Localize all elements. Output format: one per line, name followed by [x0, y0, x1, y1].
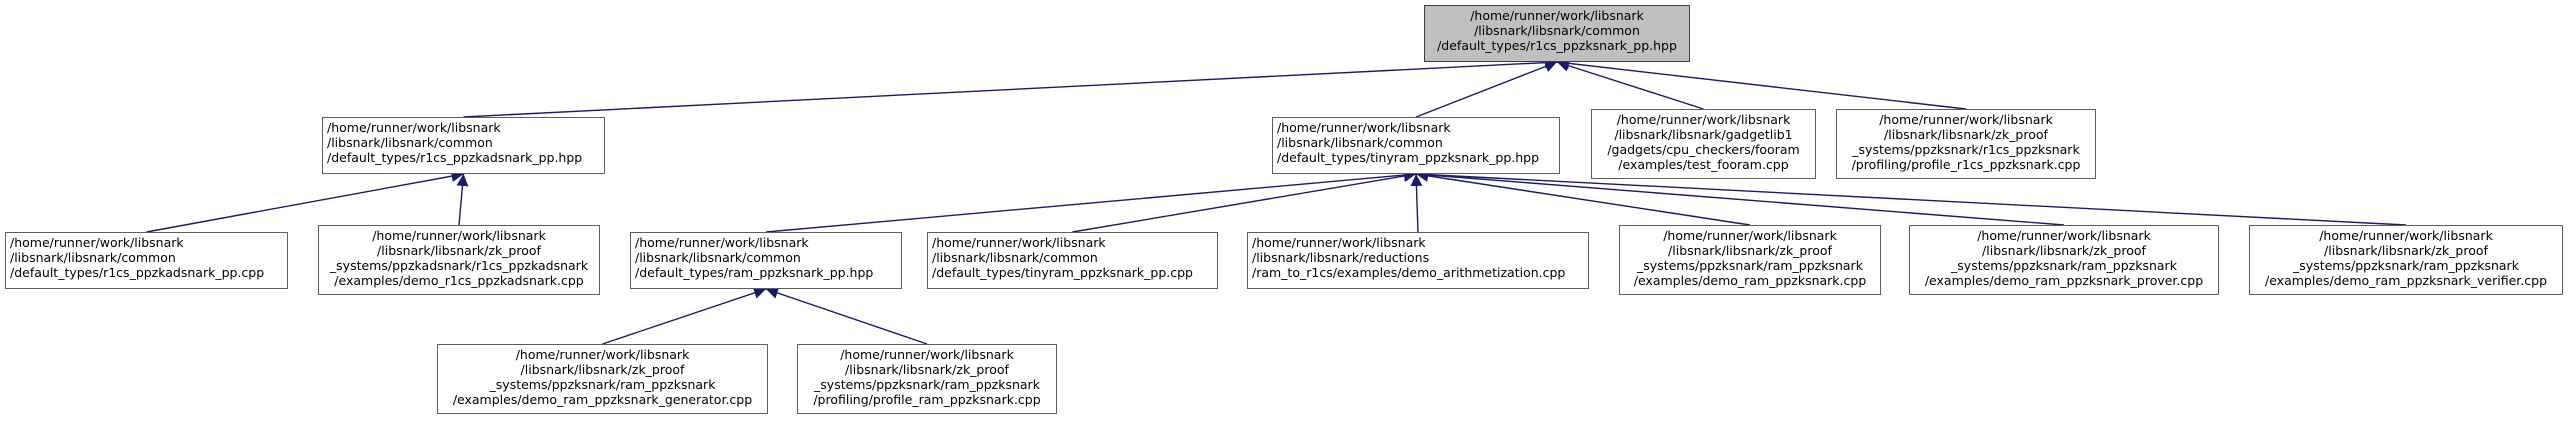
node-profile-ram-ppzksnark-cpp[interactable]: /home/runner/work/libsnark /libsnark/lib… — [797, 344, 1057, 414]
edge-profile_ram_ppzksnark_cpp-to-ram_ppzksnark_pp_hpp — [765, 287, 928, 345]
node-r1cs-ppzkadsnark-pp-hpp[interactable]: /home/runner/work/libsnark /libsnark/lib… — [322, 117, 605, 174]
node-tinyram-ppzksnark-pp-cpp[interactable]: /home/runner/work/libsnark /libsnark/lib… — [927, 232, 1218, 289]
edge-profile_r1cs_ppzksnark_cpp-to-root — [1556, 57, 1967, 110]
node-root-r1cs-ppzksnark-pp-hpp[interactable]: /home/runner/work/libsnark /libsnark/lib… — [1424, 5, 1690, 62]
edge-ram_ppzksnark_pp_hpp-to-tinyram_ppzksnark_pp_hpp — [765, 169, 1417, 233]
node-demo-arithmetization-cpp[interactable]: /home/runner/work/libsnark /libsnark/lib… — [1247, 232, 1589, 289]
edge-demo_ram_ppzksnark_cpp-to-tinyram_ppzksnark_pp_hpp — [1415, 169, 1751, 226]
edge-demo_ram_ppzksnark_generator_cpp-to-ram_ppzksnark_pp_hpp — [602, 287, 767, 345]
node-demo-r1cs-ppzkadsnark-cpp[interactable]: /home/runner/work/libsnark /libsnark/lib… — [318, 225, 600, 295]
edge-test_fooram_cpp-to-root — [1556, 59, 1704, 110]
edge-demo_r1cs_ppzkadsnark_cpp-to-r1cs_ppzkadsnark_pp_hpp — [456, 173, 469, 226]
edge-tinyram_ppzksnark_pp_cpp-to-tinyram_ppzksnark_pp_hpp — [1072, 170, 1417, 233]
edge-r1cs_ppzkadsnark_pp_cpp-to-r1cs_ppzkadsnark_pp_hpp — [146, 170, 464, 233]
node-demo-ram-ppzksnark-prover-cpp[interactable]: /home/runner/work/libsnark /libsnark/lib… — [1909, 225, 2219, 295]
node-ram-ppzksnark-pp-hpp[interactable]: /home/runner/work/libsnark /libsnark/lib… — [630, 232, 902, 289]
edge-demo_ram_ppzksnark_verifier_cpp-to-tinyram_ppzksnark_pp_hpp — [1415, 168, 2407, 226]
edge-tinyram_ppzksnark_pp_hpp-to-root — [1415, 60, 1558, 118]
node-demo-ram-ppzksnark-generator-cpp[interactable]: /home/runner/work/libsnark /libsnark/lib… — [437, 344, 768, 414]
node-demo-ram-ppzksnark-verifier-cpp[interactable]: /home/runner/work/libsnark /libsnark/lib… — [2249, 225, 2563, 295]
node-r1cs-ppzkadsnark-pp-cpp[interactable]: /home/runner/work/libsnark /libsnark/lib… — [5, 232, 288, 289]
node-profile-r1cs-ppzksnark-cpp[interactable]: /home/runner/work/libsnark /libsnark/lib… — [1836, 109, 2096, 179]
edge-demo_ram_ppzksnark_prover_cpp-to-tinyram_ppzksnark_pp_hpp — [1415, 168, 2065, 226]
edge-demo_arithmetization_cpp-to-tinyram_ppzksnark_pp_hpp — [1410, 173, 1423, 233]
edge-r1cs_ppzkadsnark_pp_hpp-to-root — [463, 56, 1558, 118]
node-demo-ram-ppzksnark-cpp[interactable]: /home/runner/work/libsnark /libsnark/lib… — [1619, 225, 1881, 295]
node-tinyram-ppzksnark-pp-hpp[interactable]: /home/runner/work/libsnark /libsnark/lib… — [1272, 117, 1560, 174]
node-test-fooram-cpp[interactable]: /home/runner/work/libsnark /libsnark/lib… — [1591, 109, 1816, 179]
